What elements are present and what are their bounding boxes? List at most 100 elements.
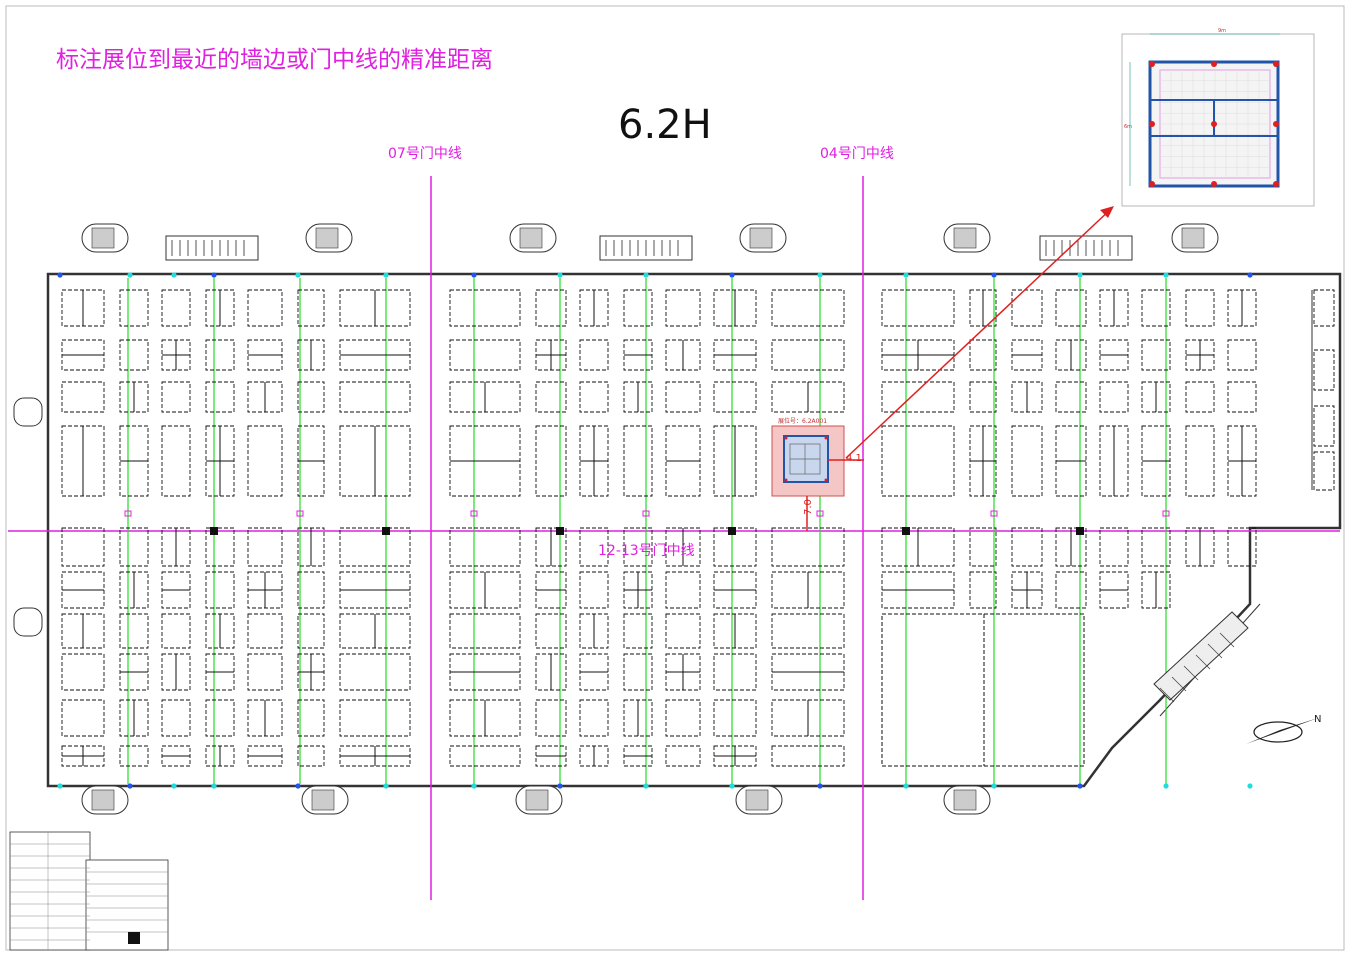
stair-steps <box>311 789 335 811</box>
stair-steps <box>745 789 769 811</box>
booth <box>1313 451 1335 491</box>
booth <box>297 699 325 737</box>
wall-marker <box>295 272 301 278</box>
booth <box>771 339 845 371</box>
wall-marker <box>383 783 389 789</box>
column-marker <box>556 527 564 535</box>
wall-marker <box>991 783 997 789</box>
wall-marker <box>1163 272 1169 278</box>
column-marker <box>1076 527 1084 535</box>
booth <box>297 745 325 767</box>
booth <box>161 613 191 649</box>
stair-block <box>13 397 43 427</box>
booth <box>1011 425 1043 497</box>
booth <box>1141 339 1171 371</box>
booth <box>247 425 283 497</box>
booth <box>579 571 609 609</box>
wall-marker <box>471 783 477 789</box>
dim-label-to-wall: 4.1 <box>846 453 862 464</box>
wall-marker <box>643 783 649 789</box>
wall-marker <box>471 272 477 278</box>
booth-grid <box>61 289 1335 767</box>
booth <box>449 339 521 371</box>
booth <box>1185 289 1215 327</box>
wall-marker <box>211 783 217 789</box>
booth <box>1055 381 1087 413</box>
booth <box>881 381 955 413</box>
booth <box>339 527 411 567</box>
booth <box>61 527 105 567</box>
booth <box>623 653 653 691</box>
wall-marker <box>211 272 217 278</box>
callout-arrow <box>845 207 1113 459</box>
ramp <box>1153 611 1249 701</box>
booth <box>61 699 105 737</box>
service-facilities <box>13 223 1249 815</box>
booth <box>449 613 521 649</box>
booth <box>713 699 757 737</box>
wall-marker <box>1247 272 1253 278</box>
booth <box>1313 289 1335 327</box>
booth <box>579 527 609 567</box>
booth <box>579 699 609 737</box>
booth <box>535 289 567 327</box>
booth <box>665 613 701 649</box>
booth <box>1185 381 1215 413</box>
stair-steps <box>953 227 977 249</box>
booth <box>247 527 283 567</box>
wall-marker <box>57 272 63 278</box>
booth <box>1227 527 1257 567</box>
booth <box>535 699 567 737</box>
north-arrow-icon: N <box>1246 714 1321 744</box>
svg-text:N: N <box>1314 714 1321 725</box>
booth <box>339 653 411 691</box>
booth <box>881 425 955 497</box>
page-heading: 标注展位到最近的墙边或门中线的精准距离 <box>56 47 493 73</box>
booth <box>1055 289 1087 327</box>
booth <box>205 571 235 609</box>
wall-marker <box>557 272 563 278</box>
stair-steps <box>315 227 339 249</box>
booth <box>119 745 149 767</box>
booth <box>969 571 997 609</box>
booth <box>1055 571 1087 609</box>
wall-marker <box>903 272 909 278</box>
booth <box>1313 349 1335 391</box>
booth <box>339 381 411 413</box>
ramp-slat <box>1195 654 1211 670</box>
booth <box>535 613 567 649</box>
wall-marker <box>1163 783 1169 789</box>
booth <box>161 699 191 737</box>
booth <box>61 653 105 691</box>
wall-marker <box>817 783 823 789</box>
stair-steps <box>525 789 549 811</box>
stair-block <box>13 607 43 637</box>
booth <box>623 289 653 327</box>
wall-marker <box>127 272 133 278</box>
booth <box>969 527 997 567</box>
booth <box>297 289 325 327</box>
booth <box>771 613 845 649</box>
booth <box>1227 381 1257 413</box>
drawing-frame <box>5 5 1345 951</box>
wall-marker <box>171 783 177 789</box>
booth <box>881 289 955 327</box>
booth <box>1227 339 1257 371</box>
stair-steps <box>749 227 773 249</box>
wall-marker <box>557 783 563 789</box>
booth <box>623 527 653 567</box>
wall-marker <box>295 783 301 789</box>
booth <box>665 745 701 767</box>
wall-marker <box>383 272 389 278</box>
booth <box>161 289 191 327</box>
ramp-slat <box>1183 665 1199 681</box>
wall-marker <box>903 783 909 789</box>
large-booth-block <box>881 613 1085 767</box>
booth <box>205 699 235 737</box>
booth <box>623 425 653 497</box>
column-marker <box>382 527 390 535</box>
booth <box>61 381 105 413</box>
wall-marker <box>57 783 63 789</box>
